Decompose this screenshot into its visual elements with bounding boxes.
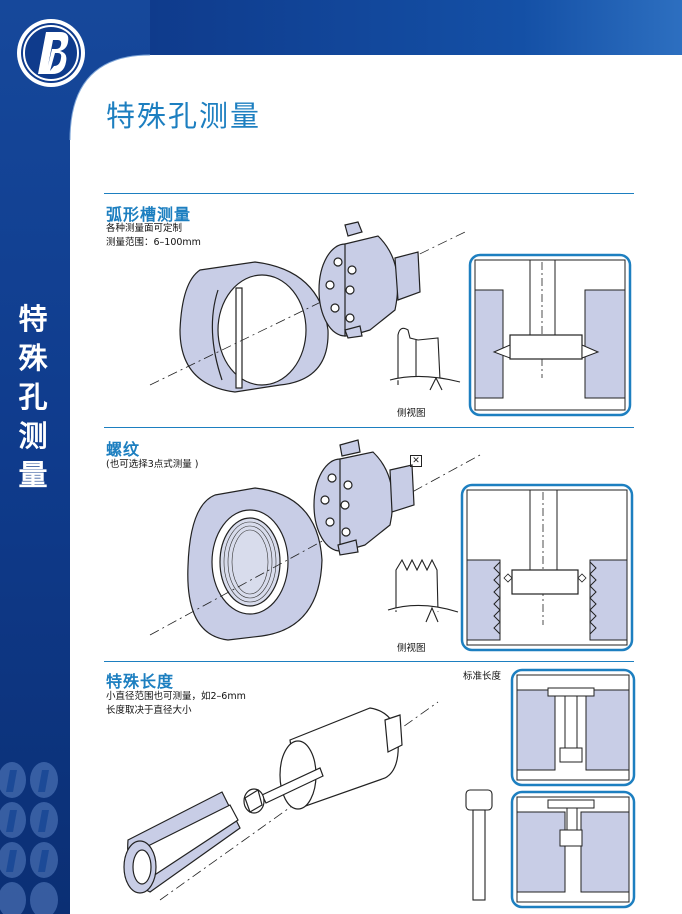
side-label: 特 殊 孔 测 量 bbox=[8, 300, 58, 495]
thread-illustration bbox=[149, 439, 481, 641]
checkbox-icon: ✕ bbox=[410, 455, 422, 467]
desc-line: 小直径范围也可测量，如2–6mm bbox=[106, 691, 246, 702]
section-divider bbox=[104, 661, 634, 662]
caption-side-view-2: 侧视图 bbox=[397, 643, 426, 654]
b-logo-icon bbox=[17, 19, 85, 87]
page-title: 特殊孔测量 bbox=[106, 99, 262, 133]
caption-side-view-1: 侧视图 bbox=[397, 408, 426, 419]
side-label-char: 殊 bbox=[18, 341, 48, 375]
desc-line: 测量范围：6–100mm bbox=[106, 237, 201, 248]
caption-standard-length: 标准长度 bbox=[463, 671, 502, 682]
side-label-char: 孔 bbox=[18, 380, 48, 414]
section-title-arc-groove: 弧形槽测量 bbox=[106, 205, 192, 224]
section-desc-thread: (也可选择3点式测量 ) bbox=[106, 458, 198, 472]
section-desc-special-length: 小直径范围也可测量，如2–6mm 长度取决于直径大小 bbox=[106, 690, 246, 718]
section-divider bbox=[104, 193, 634, 194]
side-label-char: 特 bbox=[18, 302, 48, 336]
side-label-char: 测 bbox=[18, 419, 48, 453]
logo-pattern-letters bbox=[6, 770, 49, 872]
side-label-char: 量 bbox=[18, 458, 48, 492]
detail-view-standard-length bbox=[510, 668, 636, 787]
probe-pin-illustration bbox=[465, 789, 493, 901]
detail-view-arc-groove bbox=[468, 253, 632, 417]
detail-view-short-length bbox=[510, 790, 636, 909]
special-length-illustration bbox=[123, 701, 439, 901]
side-view-profile-1 bbox=[389, 327, 461, 391]
desc-line: (也可选择3点式测量 ) bbox=[106, 459, 199, 470]
desc-line: 各种测量面可定制 bbox=[106, 223, 183, 234]
arc-groove-illustration bbox=[149, 221, 466, 393]
desc-line: 长度取决于直径大小 bbox=[106, 705, 192, 716]
section-desc-arc-groove: 各种测量面可定制 测量范围：6–100mm bbox=[106, 222, 201, 250]
side-view-profile-2 bbox=[387, 558, 459, 623]
section-divider bbox=[104, 427, 634, 428]
section-title-thread: 螺纹 bbox=[106, 440, 141, 459]
detail-view-thread bbox=[460, 483, 634, 652]
section-title-special-length: 特殊长度 bbox=[106, 672, 175, 691]
